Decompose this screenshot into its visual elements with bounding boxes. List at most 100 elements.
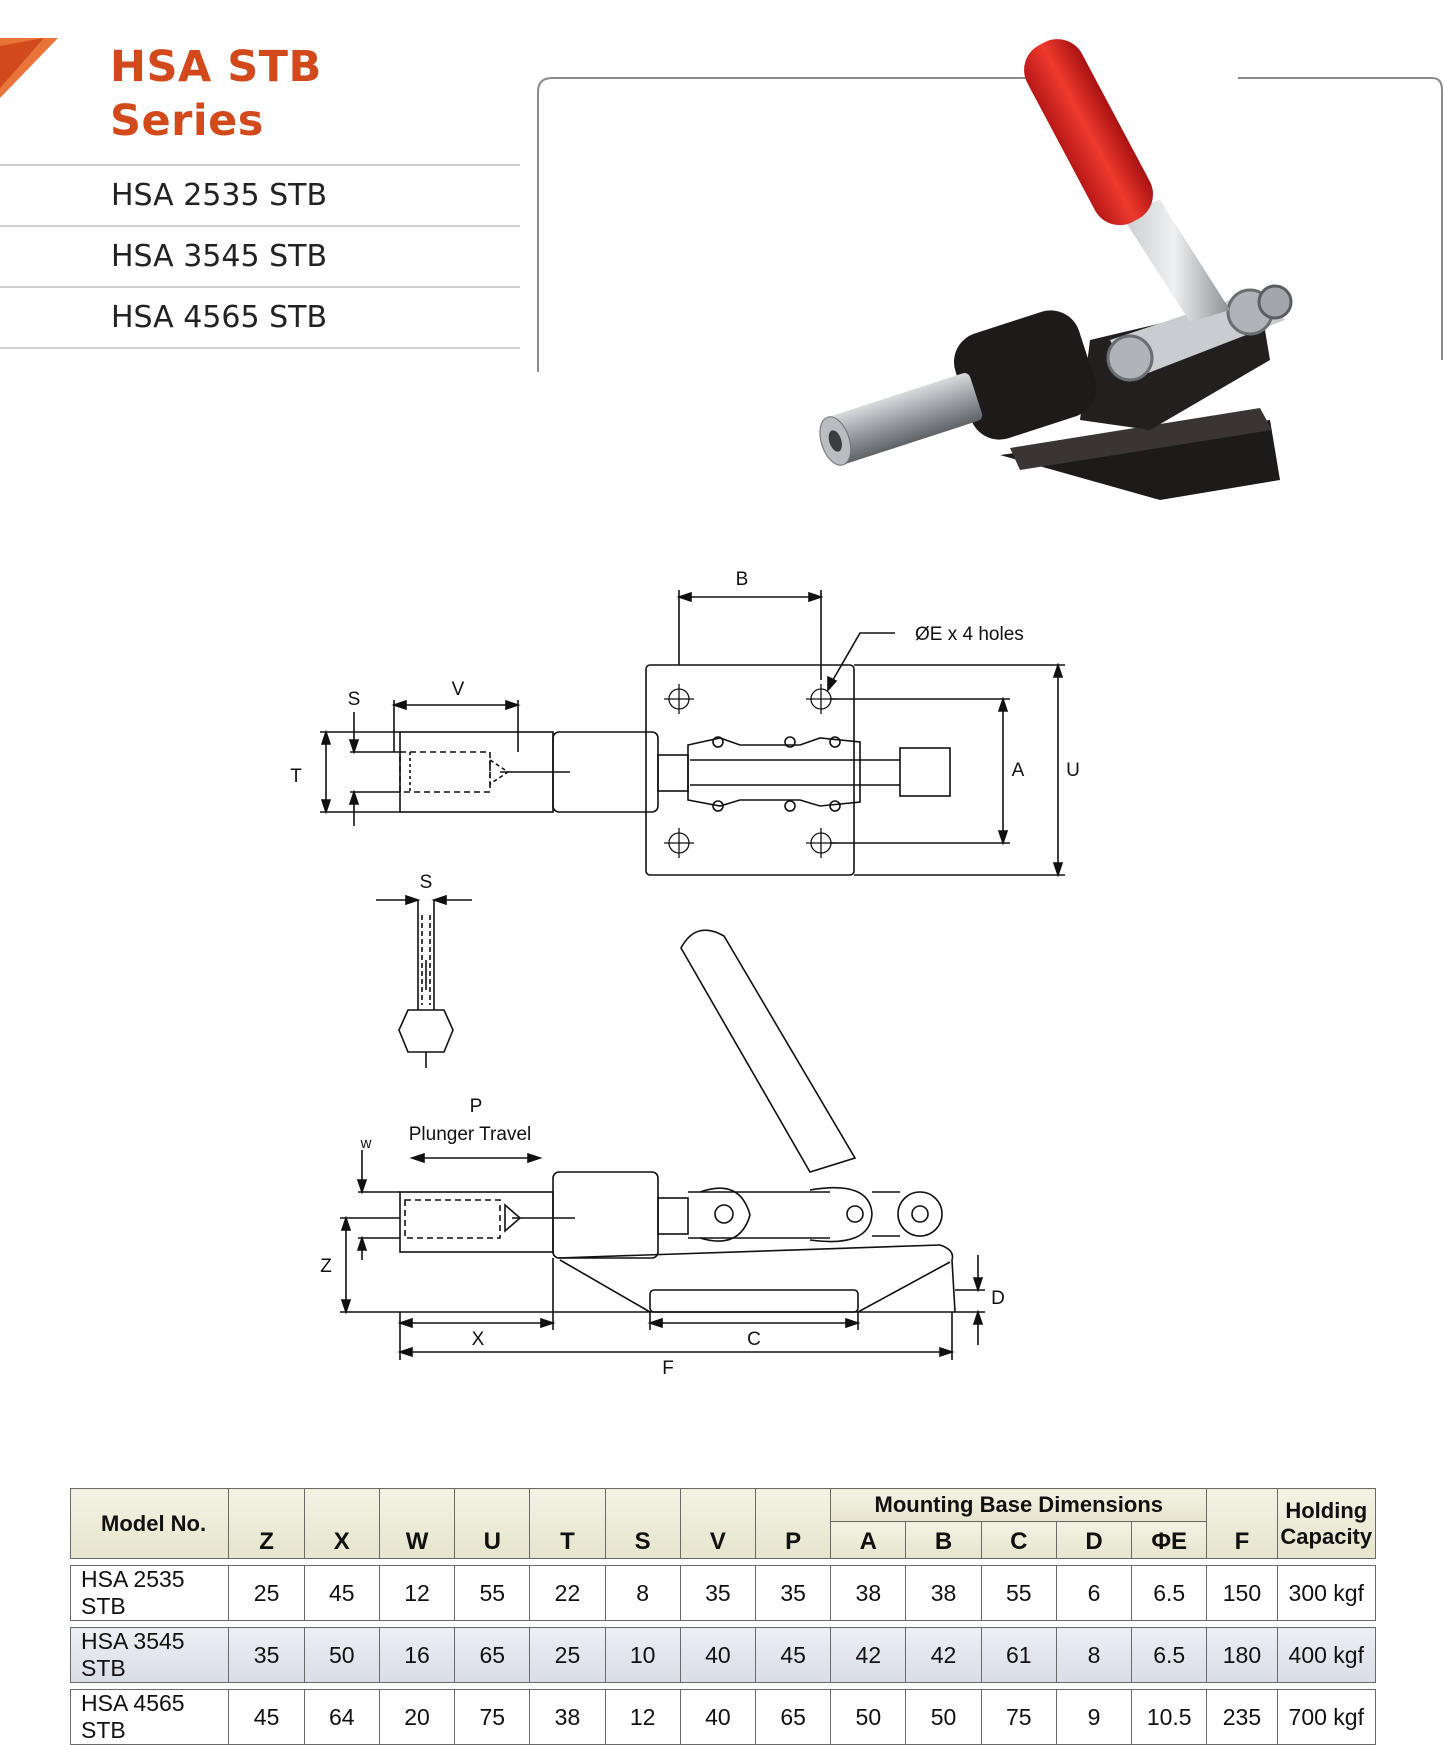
table-cell: 150	[1206, 1565, 1278, 1621]
col-header: T	[529, 1488, 606, 1559]
dim-label-w: w	[360, 1135, 372, 1152]
col-header: B	[905, 1521, 982, 1559]
table-cell: 22	[529, 1565, 606, 1621]
col-header: X	[303, 1488, 380, 1559]
technical-drawing: B ØE x 4 holes S V T A U S P Plunger Tra…	[290, 569, 1080, 1379]
spec-table-wrapper: Model No. Z X W U T S V P Mounting Base …	[69, 1488, 1377, 1745]
table-cell: 38	[905, 1565, 982, 1621]
table-cell: 6.5	[1131, 1627, 1208, 1683]
holding-capacity-header: Holding Capacity	[1276, 1488, 1377, 1559]
row-separator	[70, 1620, 1376, 1628]
col-header: W	[378, 1488, 456, 1559]
table-cell: 10	[604, 1627, 681, 1683]
dim-label-u: U	[1066, 760, 1080, 781]
top-view	[320, 590, 1065, 878]
screw-detail	[376, 894, 472, 1068]
col-header: A	[830, 1521, 907, 1559]
row-separator	[70, 1682, 1376, 1690]
col-header: U	[454, 1488, 531, 1559]
table-cell: 65	[454, 1627, 531, 1683]
table-cell: 45	[754, 1627, 832, 1683]
table-cell: 25	[228, 1565, 305, 1621]
model-list: HSA 2535 STB HSA 3545 STB HSA 4565 STB	[0, 164, 520, 349]
col-header: V	[679, 1488, 757, 1559]
table-cell: 40	[679, 1689, 757, 1745]
toggle-clamp-photo	[537, 39, 1443, 500]
dim-label-v: V	[452, 679, 465, 700]
row-separator	[70, 1558, 1376, 1566]
table-cell: 12	[378, 1565, 456, 1621]
table-cell: 55	[980, 1565, 1057, 1621]
table-cell: 35	[228, 1627, 305, 1683]
table-cell: 45	[228, 1689, 305, 1745]
table-cell: 75	[454, 1689, 531, 1745]
table-cell: 35	[754, 1565, 832, 1621]
side-view	[340, 929, 985, 1360]
table-cell: 235	[1206, 1689, 1278, 1745]
col-header: P	[754, 1488, 832, 1559]
dim-label-p: P	[470, 1096, 483, 1117]
table-cell: 75	[980, 1689, 1057, 1745]
separator-cell	[70, 1682, 1376, 1690]
col-header: Z	[228, 1488, 305, 1559]
model-header: Model No.	[69, 1488, 230, 1559]
dim-label-s: S	[348, 689, 361, 710]
model-cell: HSA 4565 STB	[69, 1689, 230, 1745]
table-cell: 180	[1206, 1627, 1278, 1683]
dim-label-a: A	[1012, 760, 1025, 781]
table-cell: 50	[830, 1689, 907, 1745]
dim-label-z: Z	[320, 1256, 332, 1277]
col-header: D	[1055, 1521, 1133, 1559]
table-cell: 12	[604, 1689, 681, 1745]
dim-label-x: X	[472, 1329, 485, 1350]
title-line-1: HSA STB	[110, 42, 322, 92]
dim-label-t: T	[290, 766, 302, 787]
table-cell: 38	[830, 1565, 907, 1621]
detail-label-s: S	[420, 872, 433, 893]
model-cell: HSA 2535 STB	[69, 1565, 230, 1621]
corner-accent	[0, 38, 58, 98]
table-cell: 8	[604, 1565, 681, 1621]
table-cell: 6.5	[1131, 1565, 1208, 1621]
model-cell: HSA 3545 STB	[69, 1627, 230, 1683]
table-cell: 50	[303, 1627, 380, 1683]
table-cell: 61	[980, 1627, 1057, 1683]
table-cell: 38	[529, 1689, 606, 1745]
table-cell: 6	[1055, 1565, 1133, 1621]
table-cell: 42	[905, 1627, 982, 1683]
model-list-item: HSA 4565 STB	[0, 286, 520, 349]
table-cell: 25	[529, 1627, 606, 1683]
table-cell: 55	[454, 1565, 531, 1621]
table-cell: 40	[679, 1627, 757, 1683]
table-cell: 700 kgf	[1276, 1689, 1377, 1745]
separator-cell	[70, 1620, 1376, 1628]
dim-label-d: D	[991, 1288, 1005, 1309]
table-cell: 64	[303, 1689, 380, 1745]
dim-label-f: F	[662, 1358, 674, 1379]
spec-table: Model No. Z X W U T S V P Mounting Base …	[69, 1488, 1377, 1745]
table-cell: 65	[754, 1689, 832, 1745]
table-cell: 20	[378, 1689, 456, 1745]
table-cell: 16	[378, 1627, 456, 1683]
plunger-travel-label: Plunger Travel	[409, 1124, 532, 1145]
table-cell: 45	[303, 1565, 380, 1621]
table-cell: 42	[830, 1627, 907, 1683]
table-cell: 50	[905, 1689, 982, 1745]
hole-note: ØE x 4 holes	[915, 624, 1024, 645]
series-title: HSA STB Series	[110, 40, 322, 148]
model-list-item: HSA 2535 STB	[0, 164, 520, 225]
table-cell: 10.5	[1131, 1689, 1208, 1745]
col-header: ΦE	[1131, 1521, 1208, 1559]
table-cell: 9	[1055, 1689, 1133, 1745]
dim-label-c: C	[747, 1329, 761, 1350]
col-header: S	[604, 1488, 681, 1559]
title-line-2: Series	[110, 96, 264, 146]
table-cell: 8	[1055, 1627, 1133, 1683]
col-header: F	[1206, 1488, 1278, 1559]
table-cell: 400 kgf	[1276, 1627, 1377, 1683]
